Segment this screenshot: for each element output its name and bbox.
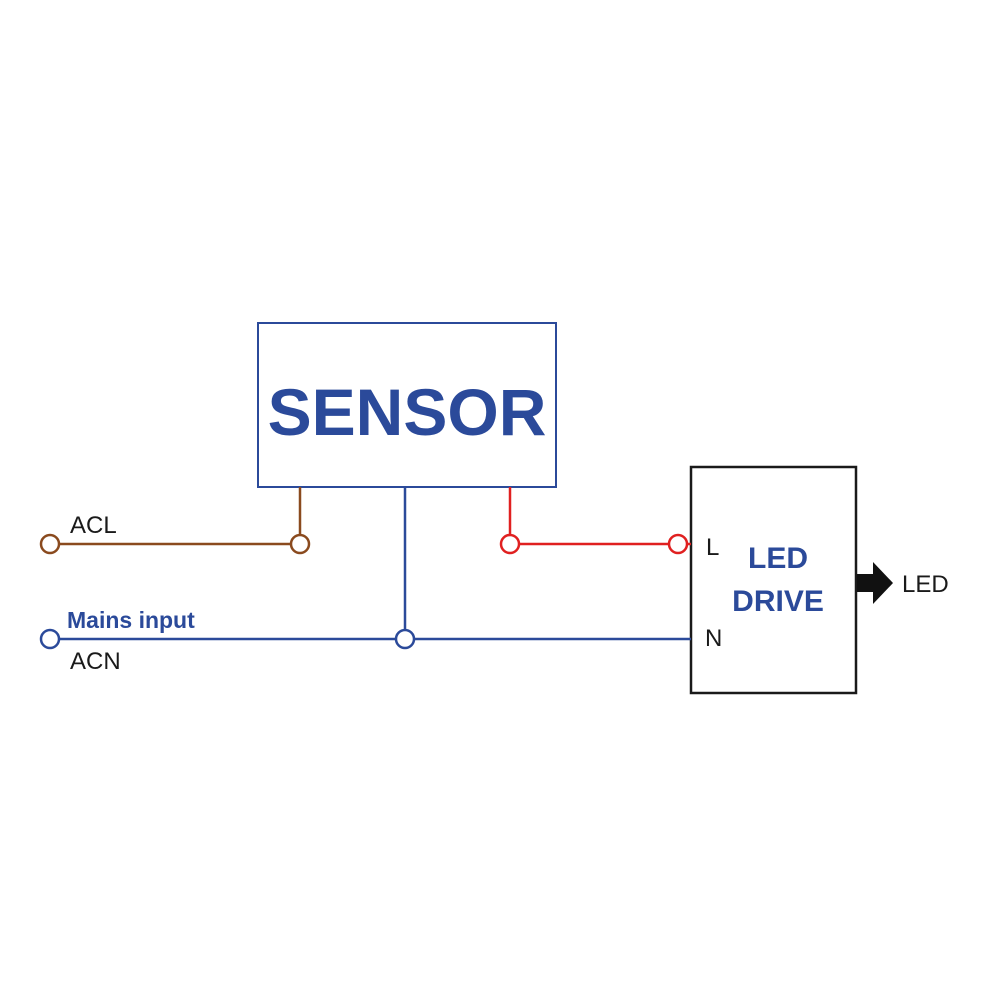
terminal-n-label: N: [705, 625, 722, 652]
terminal-l-label: L: [706, 534, 719, 561]
acn-label: ACN: [70, 648, 121, 675]
mains-input-label: Mains input: [67, 607, 195, 633]
neutral-junction: [394, 628, 416, 650]
led-driver-label-line1: LED: [748, 542, 808, 575]
sensor-box: [257, 322, 557, 488]
acl-sensor-terminal: [289, 533, 311, 555]
switched-live-sensor-terminal: [499, 533, 521, 555]
acl-input-terminal: [39, 533, 61, 555]
acl-label: ACL: [70, 512, 117, 539]
led-driver-label-line2: DRIVE: [732, 585, 824, 618]
right-arrow-icon: [857, 562, 893, 604]
led-output-label: LED: [902, 571, 949, 598]
led-driver-box: [689, 465, 858, 695]
switched-live-driver-terminal: [667, 533, 689, 555]
acn-input-terminal: [39, 628, 61, 650]
sensor-label: SENSOR: [268, 375, 547, 449]
